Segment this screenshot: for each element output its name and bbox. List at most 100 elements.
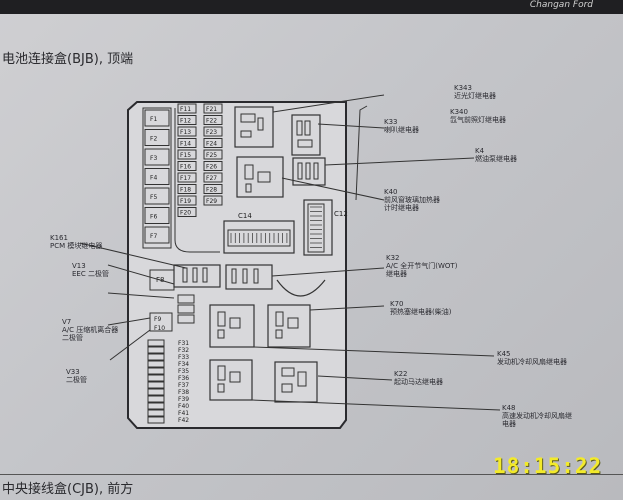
fuse-f38 (147, 388, 165, 396)
fuse-label: F17 (180, 175, 191, 182)
fuse-f14 (177, 138, 197, 148)
fuse-f20 (177, 207, 197, 217)
fuse-f25 (203, 149, 223, 160)
bottom-divider (0, 474, 623, 475)
fuse-f8 (149, 269, 175, 291)
fuse-label: F2 (150, 136, 157, 143)
relay-k32 (225, 264, 273, 290)
fuse-label: F29 (206, 198, 217, 205)
fuse-label: F23 (206, 129, 217, 136)
fuse-f42 (147, 416, 165, 424)
fuse-f1 (144, 109, 170, 127)
fuse-f23 (203, 126, 223, 137)
fuse-label: F28 (206, 187, 217, 194)
fuse-f9-f10 (149, 312, 173, 332)
fuse-label: F33 (178, 354, 189, 361)
fuse-f13 (177, 126, 197, 137)
relay-k22 (209, 359, 253, 401)
fuse-label: F16 (180, 164, 191, 171)
fuse-label: F24 (206, 141, 217, 148)
fuse-label: F22 (206, 118, 217, 125)
connector-c14 (223, 220, 295, 254)
fuse-f35 (147, 367, 165, 375)
fuse-f33 (147, 353, 165, 361)
fuse-f39 (147, 395, 165, 403)
fuse-f27 (203, 172, 223, 183)
fuse-label: F14 (180, 141, 191, 148)
fuse-f21 (203, 103, 223, 114)
fuse-f7 (144, 226, 170, 244)
fuse-label: F5 (150, 194, 157, 201)
fuse-label: F40 (178, 403, 189, 410)
relay-k70 (209, 304, 255, 348)
fuse-label: F3 (150, 155, 157, 162)
fuse-f3 (144, 148, 170, 166)
fuse-label: F37 (178, 382, 189, 389)
fuse-f34 (147, 360, 165, 368)
fuse-label: F21 (206, 106, 217, 113)
page-title-bjb: 电池连接盒(BJB), 顶端 (2, 52, 134, 67)
svg-text:F10: F10 (154, 325, 165, 332)
fuse-label: F41 (178, 410, 189, 417)
fuse-label: F7 (150, 233, 157, 240)
fuse-label: F34 (178, 361, 189, 368)
fuse-f12 (177, 115, 197, 125)
fuse-label: F1 (150, 116, 157, 123)
fuse-label: F26 (206, 164, 217, 171)
fuse-f18 (177, 184, 197, 194)
fuse-label: F35 (178, 368, 189, 375)
fuse-f6 (144, 207, 170, 224)
fuse-label: F12 (180, 118, 191, 125)
fuse-label: F19 (180, 198, 191, 205)
svg-text:F9: F9 (154, 316, 161, 323)
fuse-f15 (177, 149, 197, 160)
relay-k33 (291, 114, 321, 156)
fuse-label: F36 (178, 375, 189, 382)
page-title-cjb: 中央接线盒(CJB), 前方 (2, 482, 134, 497)
fuse-f11 (177, 103, 197, 114)
fuse-f40 (147, 402, 165, 410)
fuse-label: F27 (206, 175, 217, 182)
fuse-f28 (203, 184, 223, 194)
fuse-f5 (144, 187, 170, 205)
fuse-label: F39 (178, 396, 189, 403)
fuse-label: F11 (180, 106, 191, 113)
relay-k40 (236, 156, 284, 198)
fuse-label: F25 (206, 152, 217, 159)
fuse-label: F38 (178, 389, 189, 396)
left-fuse-column (142, 107, 172, 249)
fuse-f2 (144, 129, 170, 146)
fuse-f29 (203, 195, 223, 206)
fuse-label: F6 (150, 214, 157, 221)
fuse-label: F13 (180, 129, 191, 136)
relay-k45 (267, 304, 311, 348)
fuse-f31 (147, 339, 165, 347)
fuse-label: F32 (178, 347, 189, 354)
relay-k343 (234, 106, 274, 148)
fuse-label: F31 (178, 340, 189, 347)
fuse-f36 (147, 374, 165, 382)
fuse-label: F20 (180, 210, 191, 217)
fuse-f37 (147, 381, 165, 389)
fuse-label: F15 (180, 152, 191, 159)
fuse-label: F18 (180, 187, 191, 194)
fuse-f26 (203, 161, 223, 171)
connector-c12 (303, 199, 333, 256)
header-brand: Changan Ford (529, 0, 593, 10)
timestamp-overlay: 18:15:22 (493, 454, 603, 478)
fuse-f41 (147, 409, 165, 417)
fuse-f19 (177, 195, 197, 206)
